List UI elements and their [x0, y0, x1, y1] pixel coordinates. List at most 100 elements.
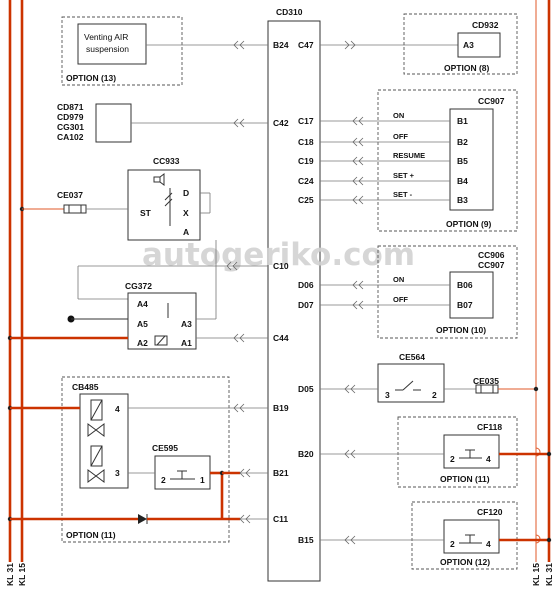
pin-c17: C17 — [298, 116, 314, 126]
cb485-pin-3: 3 — [115, 468, 120, 478]
cc907-signal-off: OFF — [393, 132, 408, 141]
ce035-fuse — [475, 384, 499, 394]
pin-b24: B24 — [273, 40, 289, 50]
switch-icon — [164, 188, 173, 226]
option-10-frame — [377, 245, 518, 339]
venting-label-line2: suspension — [86, 44, 129, 54]
pin-c25: C25 — [298, 195, 314, 205]
cf118-pin-4: 4 — [486, 454, 491, 464]
group-id-1: CD871 — [57, 102, 84, 112]
cf118-option-frame — [397, 416, 518, 488]
cc906-signal-off: OFF — [393, 295, 408, 304]
arrow-icon — [352, 300, 364, 310]
pin-c18: C18 — [298, 137, 314, 147]
pin-b20: B20 — [298, 449, 314, 459]
rail-label-kl15-right: KL 15 — [531, 563, 541, 586]
rail-label-kl31-right: KL 31 — [544, 563, 554, 586]
switch-icon — [395, 380, 421, 391]
valve-icon — [87, 445, 105, 483]
junction-dot — [533, 386, 539, 392]
ce564-label: CE564 — [399, 352, 425, 362]
switch-icon — [459, 449, 482, 459]
venting-air-box — [77, 23, 147, 65]
valve-icon — [87, 399, 105, 437]
ce564-pin-3: 3 — [385, 390, 390, 400]
cg372-pin-a5: A5 — [137, 319, 148, 329]
pin-d07: D07 — [298, 300, 314, 310]
arrow-icon — [233, 403, 245, 413]
cc933-pin-a: A — [183, 227, 189, 237]
arrow-icon — [352, 156, 364, 166]
cc907-signal-set-minus: SET - — [393, 190, 413, 199]
cc907-pin-b3: B3 — [457, 195, 468, 205]
cd932-pin-a3: A3 — [463, 40, 474, 50]
watermark-text: autogeriko.com — [142, 237, 415, 273]
junction-dot — [546, 451, 552, 457]
arrow-icon — [344, 449, 356, 459]
pin-c24: C24 — [298, 176, 314, 186]
cc907-signal-resume: RESUME — [393, 151, 425, 160]
ce564-pin-2: 2 — [432, 390, 437, 400]
cc933-pin-x: X — [183, 208, 189, 218]
pin-b15: B15 — [298, 535, 314, 545]
pin-c47: C47 — [298, 40, 314, 50]
cf118-label: CF118 — [477, 422, 502, 432]
relay-coil-icon — [154, 335, 168, 346]
cc906-option: OPTION (10) — [436, 325, 486, 335]
cf120-label: CF120 — [477, 507, 503, 517]
ce035-label: CE035 — [473, 376, 499, 386]
cc906-pin-b06: B06 — [457, 280, 473, 290]
switch-icon — [170, 470, 195, 480]
arrow-icon — [352, 176, 364, 186]
arrow-icon — [344, 384, 356, 394]
cc933-label: CC933 — [153, 156, 180, 166]
cf120-pin-4: 4 — [486, 539, 491, 549]
arrow-icon — [233, 40, 245, 50]
arrow-icon — [352, 280, 364, 290]
junction-dot — [546, 537, 552, 543]
pin-c19: C19 — [298, 156, 314, 166]
cg372-label: CG372 — [125, 281, 152, 291]
arrow-icon — [352, 137, 364, 147]
cg372-pin-a3: A3 — [181, 319, 192, 329]
pin-d06: D06 — [298, 280, 314, 290]
group-id-2: CD979 — [57, 112, 84, 122]
ce037-label: CE037 — [57, 190, 83, 200]
rail-label-kl15-left: KL 15 — [17, 563, 27, 586]
cc906-label-1: CC906 — [478, 250, 505, 260]
ce595-box — [154, 455, 211, 490]
central-unit-label: CD310 — [276, 7, 303, 17]
option-8-frame — [403, 13, 518, 75]
arrow-icon — [239, 468, 251, 478]
arrow-icon — [352, 116, 364, 126]
cf120-option: OPTION (12) — [440, 557, 490, 567]
option-13-frame — [61, 16, 183, 86]
pin-c11: C11 — [273, 514, 288, 524]
arrow-icon — [344, 40, 356, 50]
arrow-icon — [226, 261, 238, 271]
arrow-icon — [239, 514, 251, 524]
cg372-box — [127, 292, 197, 350]
cc907-signal-set-plus: SET + — [393, 171, 415, 180]
group-id-4: CA102 — [57, 132, 84, 142]
cc906-pin-b07: B07 — [457, 300, 473, 310]
cb485-option: OPTION (11) — [66, 530, 116, 540]
cf118-box — [443, 434, 500, 469]
pin-c42: C42 — [273, 118, 289, 128]
group-id-3: CG301 — [57, 122, 84, 132]
arrow-icon — [233, 333, 245, 343]
venting-label-line1: Venting AIR — [84, 32, 128, 42]
cg372-pin-a2: A2 — [137, 338, 148, 348]
switch-icon — [459, 534, 482, 544]
cf120-pin-2: 2 — [450, 539, 455, 549]
venting-option: OPTION (13) — [66, 73, 116, 83]
cc907-pin-b4: B4 — [457, 176, 468, 186]
cd932-label: CD932 — [472, 20, 499, 30]
cc906-label-2: CC907 — [478, 260, 505, 270]
pin-c10: C10 — [273, 261, 289, 271]
cc907-option: OPTION (9) — [446, 219, 492, 229]
pin-c44: C44 — [273, 333, 289, 343]
cd932-option: OPTION (8) — [444, 63, 490, 73]
ce595-pin-2: 2 — [161, 475, 166, 485]
